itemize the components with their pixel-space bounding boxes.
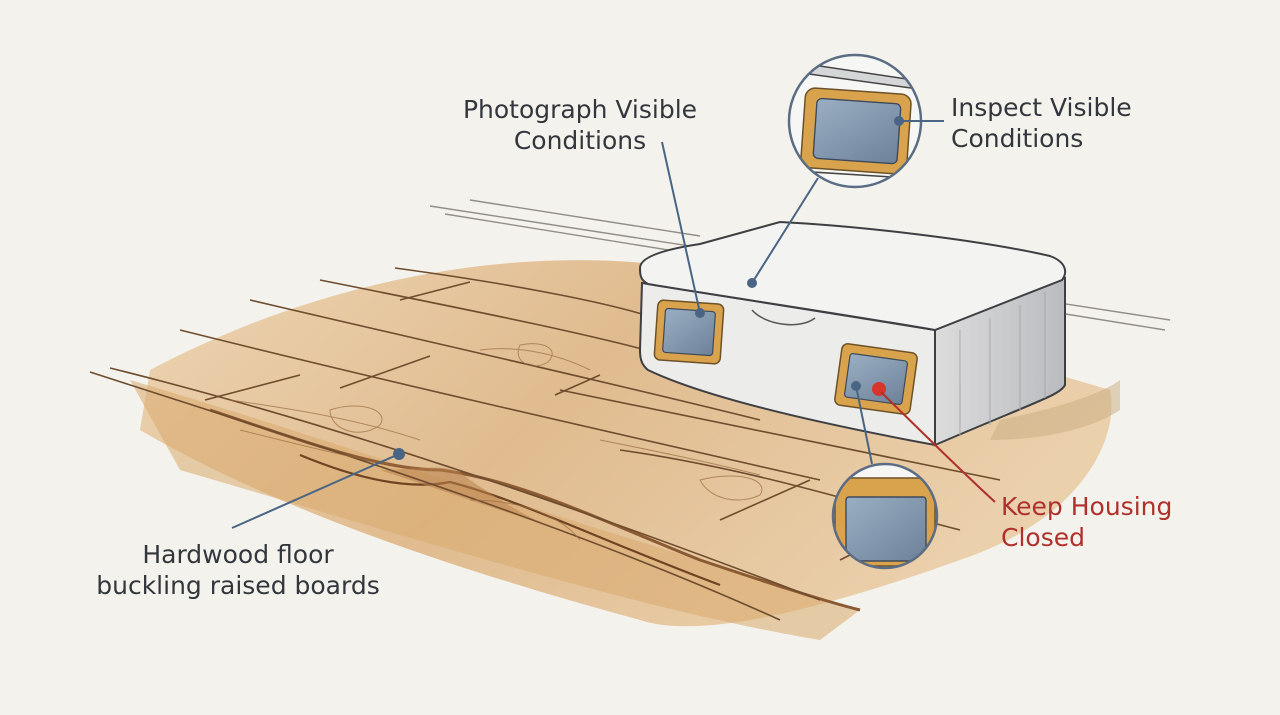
leader-lines [231,116,996,529]
label-inspect-visible-conditions: Inspect Visible Conditions [951,93,1132,153]
label-hardwood-floor-buckling: Hardwood floor buckling raised boards [96,540,380,600]
device-housing [638,220,1120,447]
magnifier-bottom [831,462,939,570]
label-photograph-visible-conditions: Photograph Visible Conditions [462,95,698,155]
label-keep-housing-closed: Keep Housing Closed [1001,492,1173,552]
magnifier-top [787,53,923,189]
